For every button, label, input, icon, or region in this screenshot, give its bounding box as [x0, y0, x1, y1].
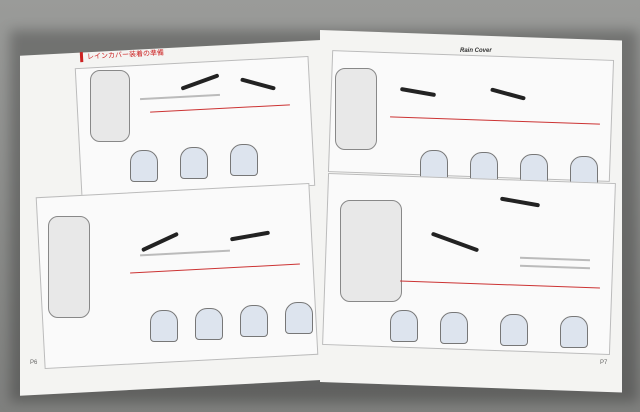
rain-cover-thumbnail	[390, 310, 418, 342]
brand-title: Rain Cover	[460, 48, 492, 54]
child-seat-illustration	[335, 68, 377, 150]
rain-cover-thumbnail	[130, 150, 158, 182]
rain-cover-thumbnail	[440, 312, 468, 344]
rain-cover-thumbnail	[150, 310, 178, 342]
child-seat-illustration	[48, 216, 90, 318]
rain-cover-thumbnail	[500, 314, 528, 346]
child-seat-illustration	[340, 200, 402, 302]
rain-cover-thumbnail	[195, 308, 223, 340]
rain-cover-thumbnail	[560, 316, 588, 348]
rain-cover-thumbnail	[285, 302, 313, 334]
child-seat-illustration	[90, 70, 130, 142]
rain-cover-thumbnail	[180, 147, 208, 179]
page-number: P7	[600, 360, 608, 366]
rain-cover-thumbnail	[240, 305, 268, 337]
rain-cover-thumbnail	[230, 144, 258, 176]
page-number: P6	[30, 360, 38, 366]
